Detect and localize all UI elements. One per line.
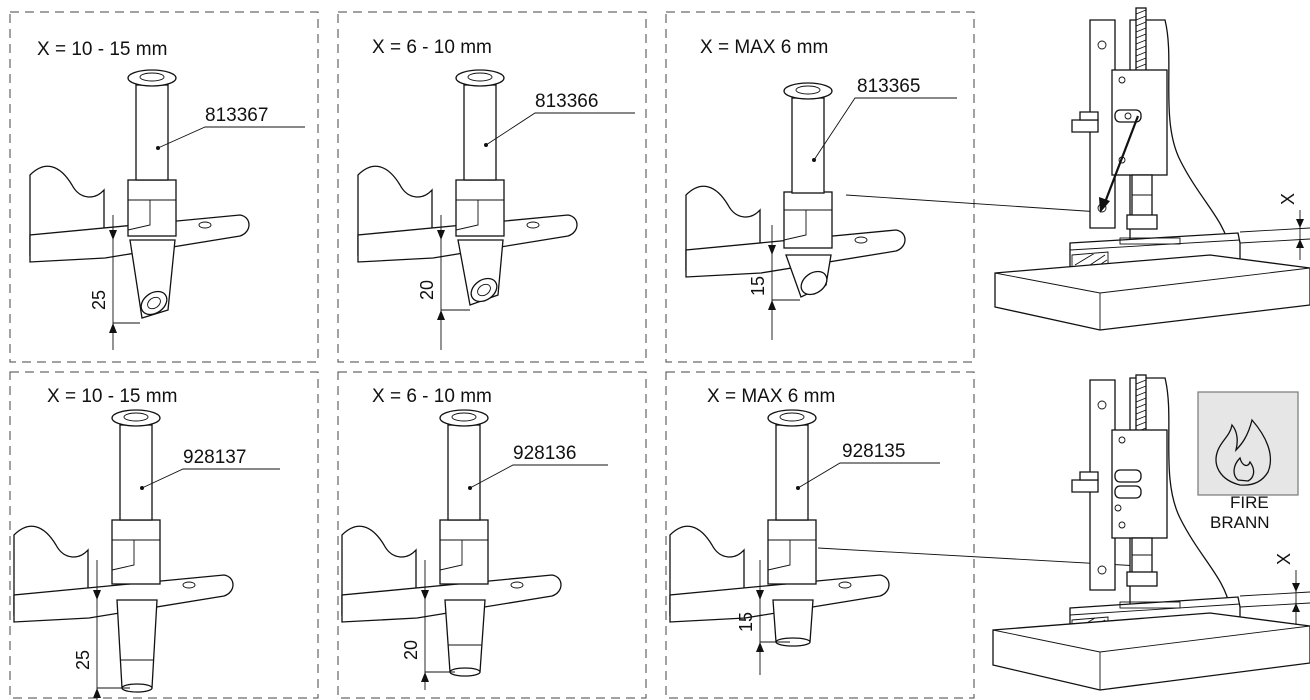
panel-1-header: X = 10 - 15 mm: [37, 39, 167, 60]
part-number-leaders: [141, 97, 957, 489]
flame-icon: [1215, 418, 1272, 486]
panel-2-header: X = 6 - 10 mm: [372, 37, 492, 58]
striker-928135: [669, 409, 890, 647]
part-number-928136: 928136: [513, 443, 576, 464]
part-number-813365: 813365: [857, 76, 920, 97]
installation-bottom: [992, 374, 1310, 691]
striker-813366: [357, 69, 578, 306]
gap-label-top: X: [1278, 193, 1298, 205]
dimension-label-1: 25: [89, 290, 109, 310]
connector-line-top: [845, 194, 1101, 213]
dimension-lines: [93, 215, 800, 700]
panel-frames: [9, 11, 975, 699]
brann-label: BRANN: [1210, 513, 1270, 532]
striker-928137: [13, 409, 234, 693]
dimension-label-6: 15: [736, 612, 756, 632]
dimension-label-5: 20: [401, 640, 421, 660]
part-number-813367: 813367: [205, 105, 268, 126]
gap-label-bottom: X: [1274, 553, 1294, 565]
connector-line-bottom: [817, 547, 1141, 567]
panel-3-header: X = MAX 6 mm: [700, 37, 828, 58]
dimension-label-4: 25: [73, 650, 93, 670]
part-number-813366: 813366: [535, 91, 598, 112]
striker-813365: [685, 82, 906, 298]
striker-813367: [29, 69, 250, 319]
panel-5-header: X = 6 - 10 mm: [372, 386, 492, 407]
installation-top: [994, 7, 1310, 331]
panel-texts: X = 10 - 15 mm X = 6 - 10 mm X = MAX 6 m…: [37, 37, 1298, 670]
part-number-928135: 928135: [842, 441, 905, 462]
fire-label: FIRE: [1230, 493, 1269, 512]
dimension-label-3: 15: [748, 276, 768, 296]
panel-6-header: X = MAX 6 mm: [707, 386, 835, 407]
part-number-928137: 928137: [183, 447, 246, 468]
fire-badge: [1197, 391, 1299, 496]
dimension-label-2: 20: [417, 280, 437, 300]
panel-4-header: X = 10 - 15 mm: [47, 386, 177, 407]
striker-928136: [341, 409, 562, 677]
